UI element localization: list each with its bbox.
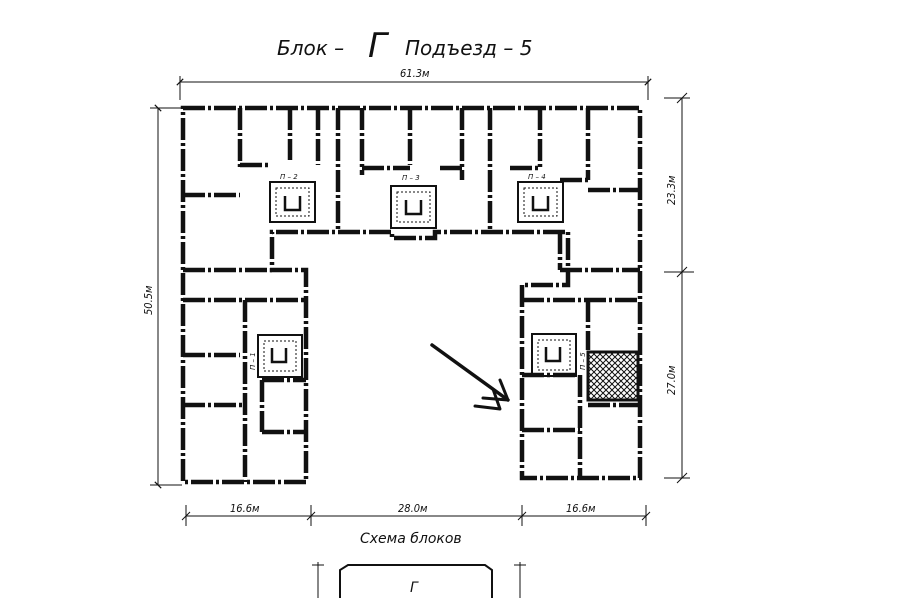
stairwell-4: П – 4: [517, 173, 564, 223]
stairwell-2: П – 2: [269, 173, 316, 223]
interior-walls: [183, 108, 640, 482]
entrance-4-label: П – 4: [528, 173, 546, 181]
building-outline: [180, 105, 643, 485]
dimension-bottom: 16.6м 28.0м 16.6м: [181, 502, 651, 526]
entrance-1-label: П – 1: [249, 352, 257, 370]
scheme-caption: Схема блоков: [360, 531, 462, 547]
dim-total-width: 61.3м: [400, 67, 430, 80]
dim-left-wing: 16.6м: [230, 502, 260, 515]
block-key-label: Г: [410, 580, 419, 596]
entrance-5-label: П – 5: [579, 352, 587, 370]
plan-title: Блок – Г Подъезд – 5: [277, 26, 532, 66]
stairwell-3: П – 3: [390, 174, 437, 229]
block-key-scheme: Г: [312, 562, 526, 598]
dimension-left: 50.5м: [142, 104, 182, 489]
dim-upper-height: 23.3м: [665, 175, 678, 205]
stairwell-5: П – 5: [531, 333, 587, 377]
dim-courtyard: 28.0м: [398, 502, 428, 515]
entrance-2-label: П – 2: [280, 173, 298, 181]
title-block-letter: Г: [368, 26, 390, 66]
dimension-top: 61.3м: [176, 67, 652, 100]
dimension-right: 23.3м 27.0м: [664, 92, 694, 484]
dim-right-wing: 16.6м: [566, 502, 596, 515]
title-prefix: Блок –: [277, 36, 344, 60]
dim-total-height: 50.5м: [142, 285, 155, 315]
dim-lower-height: 27.0м: [665, 365, 678, 395]
entrance-3-label: П – 3: [402, 174, 420, 182]
highlighted-apartment: [586, 350, 640, 402]
pointer-arrow: [430, 343, 510, 411]
title-suffix: Подъезд – 5: [405, 36, 532, 60]
stairwell-1: П – 1: [249, 334, 303, 378]
